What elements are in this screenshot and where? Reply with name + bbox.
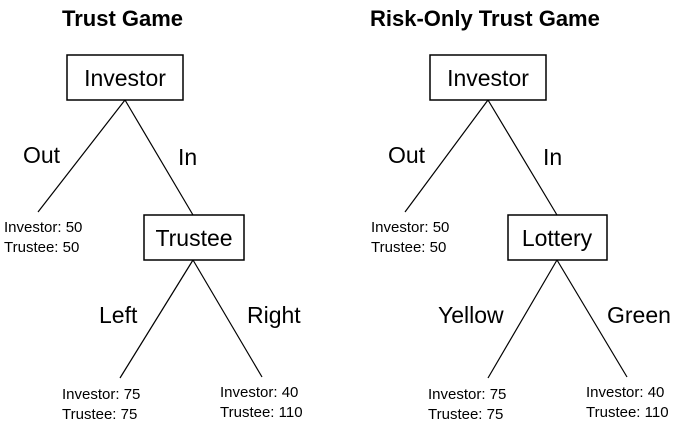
trust-game-tree: Trust Game Investor Trustee Out In Left … xyxy=(4,6,303,423)
edge-in-line xyxy=(124,99,194,216)
edge-right-label: Right xyxy=(247,302,301,328)
payoff-green-trustee: Trustee: 110 xyxy=(586,404,669,421)
edge-yellow-line xyxy=(487,259,558,379)
edge-yellow-label: Yellow xyxy=(438,302,504,328)
trust-game-title: Trust Game xyxy=(62,6,183,31)
payoff-yellow-trustee: Trustee: 75 xyxy=(428,406,503,423)
payoff-right-investor: Investor: 40 xyxy=(220,384,298,401)
investor-node-box xyxy=(66,54,184,101)
payoff-left-trustee: Trustee: 75 xyxy=(62,406,137,423)
risk-only-game-title: Risk-Only Trust Game xyxy=(370,6,600,31)
edge-green-line xyxy=(556,259,628,378)
payoff-out-investor: Investor: 50 xyxy=(4,219,82,236)
trustee-node-box xyxy=(143,214,245,261)
edge-green-label: Green xyxy=(607,302,671,328)
lottery-node-box xyxy=(507,214,608,261)
payoff-yellow-investor: Investor: 75 xyxy=(428,386,506,403)
edge-in-line xyxy=(487,99,558,216)
edge-left-line xyxy=(119,259,194,379)
edge-out-line xyxy=(37,99,126,213)
edge-out-label: Out xyxy=(23,142,61,168)
investor-node-label: Investor xyxy=(84,65,166,91)
edge-out-line xyxy=(404,99,489,213)
investor-node-box xyxy=(429,54,547,101)
edge-left-label: Left xyxy=(99,302,138,328)
payoff-right-trustee: Trustee: 110 xyxy=(220,404,303,421)
payoff-out-investor: Investor: 50 xyxy=(371,219,449,236)
risk-only-trust-game-tree: Risk-Only Trust Game Investor Lottery Ou… xyxy=(370,6,671,423)
payoff-out-trustee: Trustee: 50 xyxy=(4,239,79,256)
lottery-node-label: Lottery xyxy=(522,225,593,251)
payoff-out-trustee: Trustee: 50 xyxy=(371,239,446,256)
edge-in-label: In xyxy=(543,144,562,170)
payoff-left-investor: Investor: 75 xyxy=(62,386,140,403)
trustee-node-label: Trustee xyxy=(155,225,232,251)
investor-node-label: Investor xyxy=(447,65,529,91)
edge-right-line xyxy=(192,259,263,378)
payoff-green-investor: Investor: 40 xyxy=(586,384,664,401)
edge-in-label: In xyxy=(178,144,197,170)
edge-out-label: Out xyxy=(388,142,426,168)
